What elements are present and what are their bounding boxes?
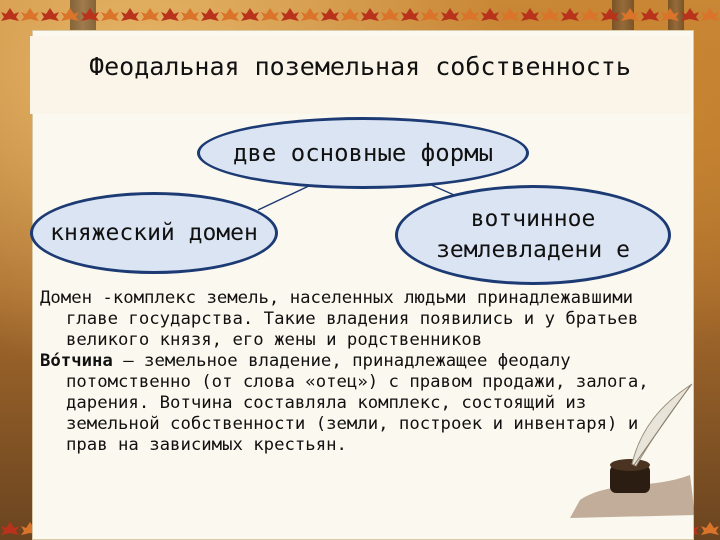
- maple-leaf-border-top: [1, 8, 719, 21]
- maple-leaf-icon: [361, 8, 379, 21]
- maple-leaf-icon: [561, 8, 579, 21]
- definition-votchina-term: Во́тчина: [40, 351, 113, 371]
- maple-leaf-icon: [601, 8, 619, 21]
- node-princely-domain: княжеский домен: [30, 192, 278, 274]
- definitions-text: Домен -комплекс земель, населенных людьм…: [40, 288, 680, 456]
- maple-leaf-icon: [421, 8, 439, 21]
- maple-leaf-icon: [481, 8, 499, 21]
- maple-leaf-icon: [141, 8, 159, 21]
- maple-leaf-icon: [701, 522, 719, 535]
- maple-leaf-icon: [81, 8, 99, 21]
- node-main-forms: две основные формы: [197, 117, 529, 189]
- definition-domain-text: Домен -комплекс земель, населенных людьм…: [40, 288, 639, 350]
- maple-leaf-icon: [581, 8, 599, 21]
- maple-leaf-icon: [1, 8, 19, 21]
- maple-leaf-icon: [681, 8, 699, 21]
- maple-leaf-icon: [401, 8, 419, 21]
- definition-votchina-text: — земельное владение, принадлежащее феод…: [66, 351, 649, 455]
- maple-leaf-icon: [161, 8, 179, 21]
- maple-leaf-icon: [181, 8, 199, 21]
- maple-leaf-icon: [121, 8, 139, 21]
- definition-domain: Домен -комплекс земель, населенных людьм…: [40, 288, 680, 351]
- maple-leaf-icon: [501, 8, 519, 21]
- maple-leaf-icon: [701, 8, 719, 21]
- maple-leaf-icon: [521, 8, 539, 21]
- maple-leaf-icon: [241, 8, 259, 21]
- maple-leaf-icon: [641, 8, 659, 21]
- maple-leaf-icon: [61, 8, 79, 21]
- maple-leaf-icon: [661, 8, 679, 21]
- node-votchina: вотчинное землевладени е: [395, 185, 671, 285]
- maple-leaf-icon: [101, 8, 119, 21]
- definition-votchina: Во́тчина — земельное владение, принадлеж…: [40, 351, 680, 456]
- maple-leaf-icon: [41, 8, 59, 21]
- maple-leaf-icon: [301, 8, 319, 21]
- maple-leaf-icon: [441, 8, 459, 21]
- maple-leaf-icon: [261, 8, 279, 21]
- maple-leaf-icon: [541, 8, 559, 21]
- content-panel: [32, 30, 694, 540]
- maple-leaf-icon: [461, 8, 479, 21]
- maple-leaf-icon: [281, 8, 299, 21]
- maple-leaf-icon: [21, 8, 39, 21]
- slide-title: Феодальная поземельная собственность: [89, 52, 631, 81]
- maple-leaf-icon: [321, 8, 339, 21]
- maple-leaf-icon: [1, 522, 19, 535]
- maple-leaf-icon: [341, 8, 359, 21]
- maple-leaf-icon: [201, 8, 219, 21]
- quill-inkwell-icon: [570, 383, 695, 518]
- maple-leaf-icon: [381, 8, 399, 21]
- maple-leaf-icon: [621, 8, 639, 21]
- maple-leaf-icon: [221, 8, 239, 21]
- title-box: [30, 36, 690, 114]
